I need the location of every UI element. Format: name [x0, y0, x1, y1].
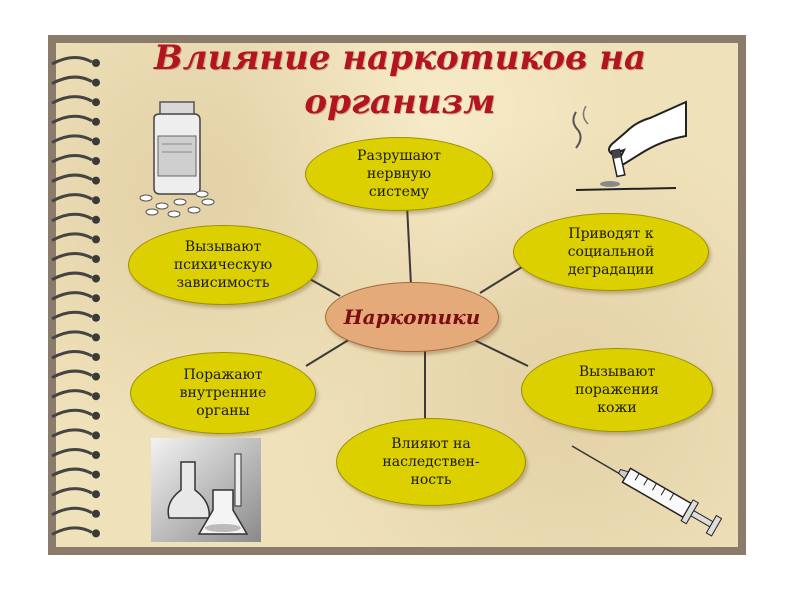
- spiral-hole: [92, 176, 100, 185]
- cigarette-hand-icon: [572, 100, 687, 191]
- link-top: [406, 204, 412, 286]
- spiral-hole: [92, 509, 100, 518]
- spiral-ring: [51, 487, 93, 497]
- spiral-ring: [51, 428, 93, 438]
- spiral-ring: [51, 252, 93, 262]
- spiral-ring: [51, 114, 93, 125]
- node-nervous-system: Разрушают нервную систему: [305, 137, 493, 211]
- syringe-icon: [571, 445, 723, 537]
- spiral-ring: [51, 408, 93, 419]
- spiral-ring: [51, 271, 93, 281]
- spiral-hole: [92, 215, 100, 224]
- page-title-line2: организм: [304, 82, 496, 122]
- spiral-hole: [92, 313, 100, 322]
- spiral-ring: [51, 526, 93, 536]
- node-label: Вызывают поражения кожи: [575, 364, 659, 416]
- spiral-hole: [92, 353, 100, 361]
- center-node: Наркотики: [325, 282, 499, 352]
- node-skin-damage: Вызывают поражения кожи: [521, 348, 713, 432]
- spiral-hole: [92, 59, 100, 67]
- spiral-hole: [92, 255, 100, 263]
- spiral-ring: [51, 330, 93, 340]
- spiral-ring: [51, 173, 93, 183]
- spiral-hole: [92, 333, 100, 342]
- node-mental-dependence: Вызывают психическую зависимость: [128, 225, 318, 305]
- spiral-hole: [92, 392, 100, 401]
- spiral-ring: [51, 467, 93, 477]
- spiral-ring: [51, 134, 93, 144]
- spiral-ring: [51, 232, 93, 242]
- spiral-ring: [51, 56, 93, 66]
- spiral-ring: [51, 448, 93, 458]
- spiral-hole: [92, 274, 100, 283]
- spiral-ring: [51, 310, 93, 321]
- spiral-ring: [51, 389, 93, 399]
- spiral-ring: [51, 506, 93, 517]
- link-left-top: [307, 277, 341, 297]
- node-social-degradation: Приводят к социальной деградации: [513, 213, 709, 291]
- spiral-hole: [92, 490, 100, 499]
- node-label: Поражают внутренние органы: [179, 367, 267, 419]
- pill-bottle-icon: [139, 101, 215, 218]
- spiral-hole: [92, 137, 100, 146]
- link-right-bottom: [469, 337, 529, 367]
- spiral-ring: [51, 291, 93, 301]
- spiral-hole: [92, 78, 100, 87]
- spiral-hole: [92, 294, 100, 303]
- spiral-hole: [92, 529, 100, 538]
- spiral-hole: [92, 431, 100, 440]
- spiral-ring: [51, 212, 93, 223]
- notebook-spiral-icon: [51, 56, 100, 538]
- page-title: Влияние наркотиков на: [153, 38, 647, 78]
- spiral-hole: [92, 411, 100, 420]
- spiral-ring: [51, 350, 93, 360]
- spiral-hole: [92, 157, 100, 165]
- spiral-ring: [51, 193, 93, 203]
- node-label: Влияют на наследствен- ность: [382, 436, 480, 488]
- link-left-bottom: [305, 335, 356, 367]
- spiral-hole: [92, 98, 100, 107]
- spiral-ring: [51, 369, 93, 379]
- lab-flasks-icon: [151, 438, 261, 542]
- spiral-ring: [51, 154, 93, 164]
- node-label: Вызывают психическую зависимость: [173, 239, 273, 291]
- node-label: Разрушают нервную систему: [357, 148, 441, 200]
- node-heredity: Влияют на наследствен- ность: [336, 418, 526, 506]
- spiral-hole: [92, 372, 100, 381]
- node-label: Приводят к социальной деградации: [567, 226, 655, 278]
- spiral-ring: [51, 75, 93, 85]
- spiral-hole: [92, 470, 100, 479]
- spiral-ring: [51, 95, 93, 105]
- spiral-hole: [92, 117, 100, 126]
- spiral-hole: [92, 235, 100, 244]
- spiral-hole: [92, 196, 100, 205]
- node-internal-organs: Поражают внутренние органы: [130, 352, 316, 434]
- spiral-hole: [92, 451, 100, 459]
